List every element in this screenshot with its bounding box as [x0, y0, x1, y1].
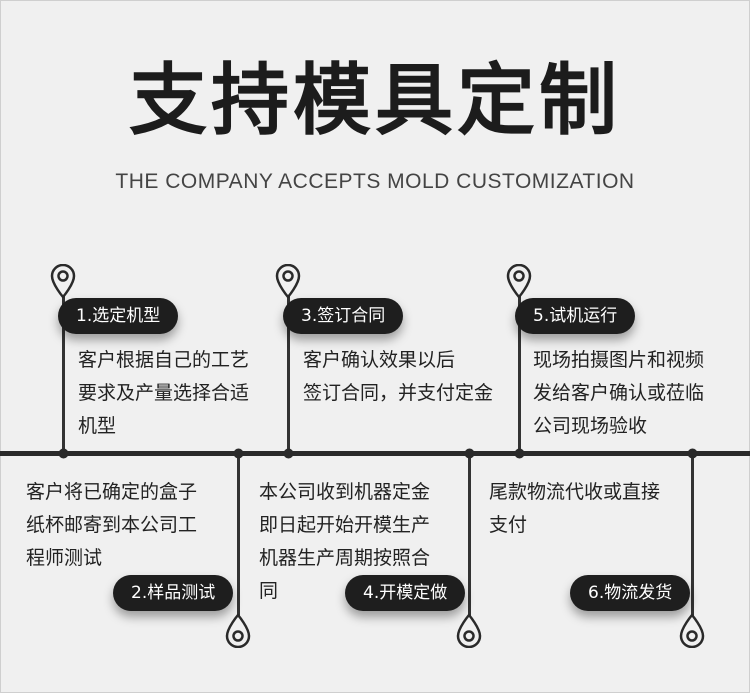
step-3-label: 3.签订合同	[283, 298, 404, 334]
step-3-line: 签订合同，并支付定金	[303, 382, 494, 404]
step-3-description: 客户确认效果以后 签订合同，并支付定金	[303, 344, 493, 410]
step-5-label: 5.试机运行	[515, 298, 636, 334]
connector-3	[287, 296, 290, 453]
dot-1	[58, 448, 69, 459]
step-2-description: 客户将已确定的盒子 纸杯邮寄到本公司工 程师测试	[26, 476, 197, 575]
dot-3	[283, 448, 294, 459]
step-4-line: 本公司收到机器定金	[259, 481, 431, 503]
step-4-line: 同	[259, 580, 279, 602]
step-4-description: 本公司收到机器定金 即日起开始开模生产 机器生产周期按照合 同	[259, 476, 430, 608]
step-4-label: 4.开模定做	[345, 575, 466, 611]
step-2-line: 客户将已确定的盒子	[26, 481, 198, 503]
location-pin-icon	[506, 264, 532, 298]
timeline-line	[0, 451, 750, 456]
dot-2	[233, 448, 244, 459]
step-6-label: 6.物流发货	[570, 575, 691, 611]
step-1-line: 机型	[78, 415, 117, 437]
connector-1	[62, 296, 65, 453]
step-3-line: 客户确认效果以后	[303, 349, 456, 371]
step-4-line: 即日起开始开模生产	[259, 514, 431, 536]
step-5-line: 现场拍摄图片和视频	[533, 349, 705, 371]
connector-5	[518, 296, 521, 453]
step-5-description: 现场拍摄图片和视频 发给客户确认或莅临 公司现场验收	[533, 344, 704, 443]
location-pin-icon	[225, 614, 251, 648]
step-6-line: 尾款物流代收或直接	[489, 481, 661, 503]
dot-4	[464, 448, 475, 459]
step-1-label: 1.选定机型	[58, 298, 179, 334]
connector-2	[237, 454, 240, 617]
step-1-line: 客户根据自己的工艺	[78, 349, 250, 371]
step-4-line: 机器生产周期按照合	[259, 547, 431, 569]
step-5-line: 公司现场验收	[533, 415, 648, 437]
location-pin-icon	[679, 614, 705, 648]
step-6-line: 支付	[489, 514, 528, 536]
location-pin-icon	[50, 264, 76, 298]
connector-4	[468, 454, 471, 617]
page-title: 支持模具定制	[128, 56, 621, 146]
step-5-line: 发给客户确认或莅临	[533, 382, 705, 404]
step-2-line: 程师测试	[26, 547, 103, 569]
connector-6	[691, 454, 694, 617]
step-6-description: 尾款物流代收或直接 支付	[489, 476, 660, 542]
step-1-line: 要求及产量选择合适	[78, 382, 250, 404]
location-pin-icon	[275, 264, 301, 298]
dot-6	[687, 448, 698, 459]
location-pin-icon	[456, 614, 482, 648]
step-2-label: 2.样品测试	[113, 575, 234, 611]
page-subtitle: THE COMPANY ACCEPTS MOLD CUSTOMIZATION	[115, 170, 635, 193]
step-2-line: 纸杯邮寄到本公司工	[26, 514, 198, 536]
step-1-description: 客户根据自己的工艺 要求及产量选择合适 机型	[78, 344, 249, 443]
dot-5	[514, 448, 525, 459]
